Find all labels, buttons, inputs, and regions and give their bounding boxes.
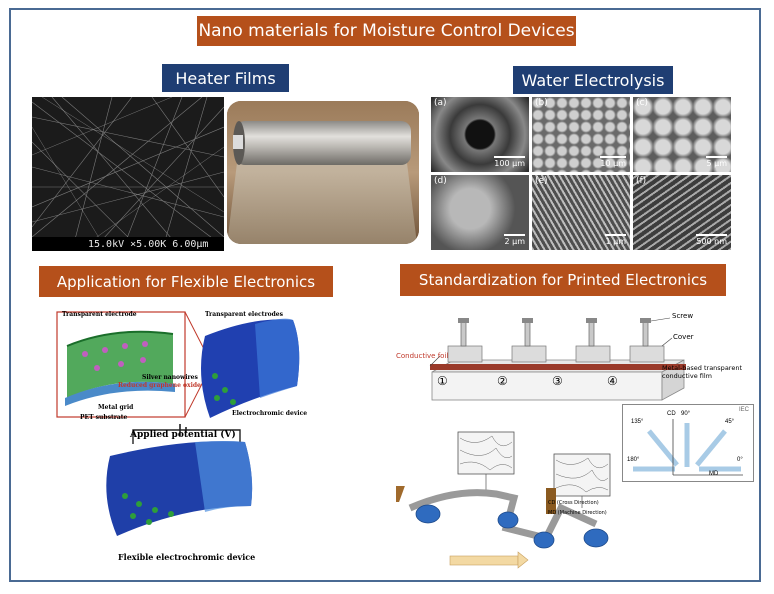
label-cd-direction: CD (Cross Direction)	[548, 500, 599, 506]
sem-tile-a: (a) 100 μm	[431, 97, 529, 172]
nanowire-sem-image: 15.0kV ×5.00K 6.00μm	[32, 97, 224, 251]
fixture-base	[431, 371, 663, 401]
sem-tile-e: (e) 1 μm	[532, 175, 630, 250]
label-conductive-foil: Conductive foil	[396, 352, 449, 360]
angle-90: 90°	[681, 411, 691, 417]
sem-tile-scale: 500 nm	[696, 234, 727, 246]
heater-film-roll-photo	[227, 101, 419, 244]
angle-cd-label: CD	[667, 411, 676, 417]
angle-box-tag: IEC	[738, 407, 749, 413]
flexible-electronics-diagram	[56, 311, 300, 536]
label-reduced-graphene-oxide: Reduced graphene oxide	[118, 382, 201, 389]
fixture-number-1: ①	[437, 374, 448, 388]
zoom-connector-line	[184, 377, 206, 418]
sem-tile-scale: 1 μm	[605, 234, 626, 246]
sem-tile-label: (e)	[535, 176, 548, 186]
angle-135: 135°	[631, 419, 644, 425]
slide-title: Nano materials for Moisture Control Devi…	[197, 16, 576, 46]
zoom-texture-box	[553, 453, 611, 497]
sem-caption: 15.0kV ×5.00K 6.00μm	[88, 239, 209, 250]
water-electrolysis-heading: Water Electrolysis	[513, 66, 673, 94]
angle-180: 180°	[627, 457, 640, 463]
label-metal-grid: Metal grid	[98, 404, 134, 411]
sem-tile-label: (f)	[636, 176, 647, 186]
roll-to-roll-diagram	[396, 431, 611, 569]
label-flexible-electrochromic-device: Flexible electrochromic device	[118, 552, 256, 562]
fixture-number-4: ④	[607, 374, 618, 388]
zoom-inset-box	[56, 311, 186, 418]
angle-md-label: MD	[709, 471, 719, 477]
standardization-heading: Standardization for Printed Electronics	[400, 264, 726, 296]
sem-tile-scale: 5 μm	[706, 156, 727, 168]
sem-tile-b: (b) 10 μm	[532, 97, 630, 172]
label-silver-nanowires: Silver nanowires	[142, 374, 198, 381]
sem-tile-label: (b)	[535, 98, 548, 108]
label-transparent-film: Metal-based transparent conductive film	[662, 364, 742, 380]
label-transparent-electrodes: Transparent electrodes	[205, 311, 283, 318]
sem-tile-label: (d)	[434, 176, 447, 186]
sem-tile-scale: 10 μm	[600, 156, 626, 168]
fixture-number-3: ③	[552, 374, 563, 388]
sem-tile-scale: 2 μm	[504, 234, 525, 246]
angle-45: 45°	[725, 419, 735, 425]
sem-caption-bar	[32, 237, 224, 251]
conductive-film-test-fixture	[429, 317, 686, 401]
label-cover: Cover	[673, 333, 694, 341]
sem-tile-scale: 100 μm	[494, 156, 525, 168]
label-electrochromic-device: Electrochromic device	[232, 410, 308, 417]
label-screw: Screw	[672, 312, 694, 320]
flexible-electronics-heading: Application for Flexible Electronics	[39, 266, 333, 297]
sem-tile-label: (c)	[636, 98, 648, 108]
sem-tile-c: (c) 5 μm	[633, 97, 731, 172]
label-md-direction: MD (Machine Direction)	[548, 510, 607, 516]
label-transparent-electrode: Transparent electrode	[62, 311, 137, 318]
heater-films-heading: Heater Films	[162, 64, 289, 92]
sem-tile-label: (a)	[434, 98, 447, 108]
angle-0: 0°	[737, 457, 743, 463]
sem-tile-f: (f) 500 nm	[633, 175, 731, 250]
fixture-number-2: ②	[497, 374, 508, 388]
sem-tile-d: (d) 2 μm	[431, 175, 529, 250]
electrolysis-sem-grid: (a) 100 μm (b) 10 μm (c) 5 μm (d) 2 μm (…	[431, 97, 731, 250]
zoom-connector-line	[184, 311, 206, 352]
nanowire-network-graphic	[32, 97, 224, 251]
conductive-foil-strip	[430, 364, 686, 370]
orientation-angle-box: IEC 135° CD 90° 45° 180° 0° MD	[622, 404, 754, 482]
label-pet-substrate: PET substrate	[80, 414, 128, 421]
label-applied-potential: Applied potential (V)	[130, 430, 236, 440]
film-roll-graphic	[227, 101, 419, 244]
inset-pet-substrate	[65, 381, 175, 406]
angle-diagram	[633, 419, 743, 476]
